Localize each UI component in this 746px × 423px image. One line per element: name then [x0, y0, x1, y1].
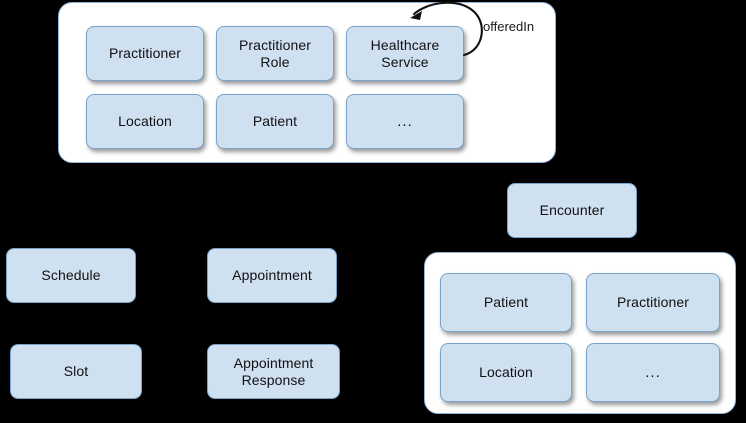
- resource-box-appointment[interactable]: Appointment: [207, 248, 337, 303]
- resource-label: Healthcare Service: [370, 36, 440, 70]
- edge-label-offered-in: offeredIn: [483, 19, 535, 34]
- resource-label: Location: [479, 364, 533, 381]
- resource-label: ...: [645, 363, 661, 381]
- resource-box-encounter[interactable]: Encounter: [507, 183, 637, 238]
- resource-label: Location: [118, 113, 172, 130]
- resource-label: Schedule: [41, 267, 101, 284]
- resource-box-practitioner-role[interactable]: Practitioner Role: [216, 26, 334, 81]
- resource-label: Patient: [252, 113, 298, 130]
- resource-box-encounter-location[interactable]: Location: [440, 343, 572, 402]
- resource-label: Practitioner Role: [238, 36, 311, 70]
- resource-box-encounter-patient[interactable]: Patient: [440, 273, 572, 332]
- resource-label: ...: [397, 112, 413, 130]
- resource-label: Appointment: [232, 267, 312, 284]
- resource-box-practitioner[interactable]: Practitioner: [86, 26, 204, 81]
- resource-label: Encounter: [539, 202, 605, 219]
- resource-box-appointment-response[interactable]: Appointment Response: [207, 344, 340, 399]
- resource-label: Appointment Response: [233, 354, 314, 388]
- resource-label: Practitioner: [616, 294, 689, 311]
- resource-box-healthcare-service[interactable]: Healthcare Service: [346, 26, 464, 81]
- resource-box-more-top[interactable]: ...: [346, 94, 464, 149]
- resource-box-schedule[interactable]: Schedule: [6, 248, 136, 303]
- resource-box-encounter-practitioner[interactable]: Practitioner: [586, 273, 720, 332]
- resource-label: Patient: [483, 294, 529, 311]
- resource-box-slot[interactable]: Slot: [10, 344, 142, 399]
- resource-box-patient[interactable]: Patient: [216, 94, 334, 149]
- resource-box-location[interactable]: Location: [86, 94, 204, 149]
- resource-label: Slot: [63, 363, 89, 380]
- resource-box-more-encounter[interactable]: ...: [586, 343, 720, 402]
- resource-label: Practitioner: [108, 45, 181, 62]
